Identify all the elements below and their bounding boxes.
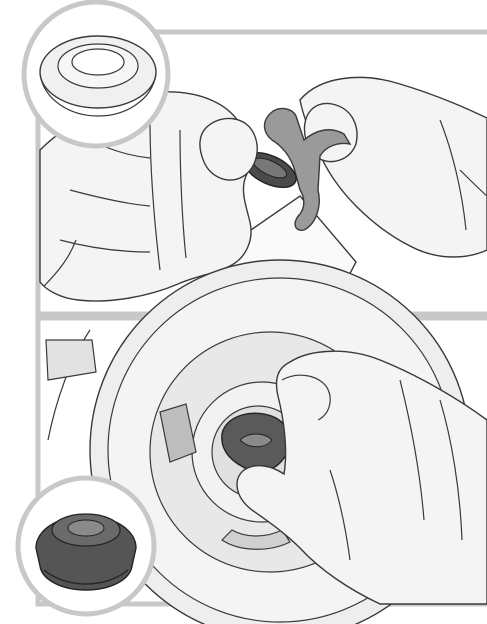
- inset-seal-closeup: [24, 2, 168, 146]
- inset-plug-closeup: [18, 478, 154, 614]
